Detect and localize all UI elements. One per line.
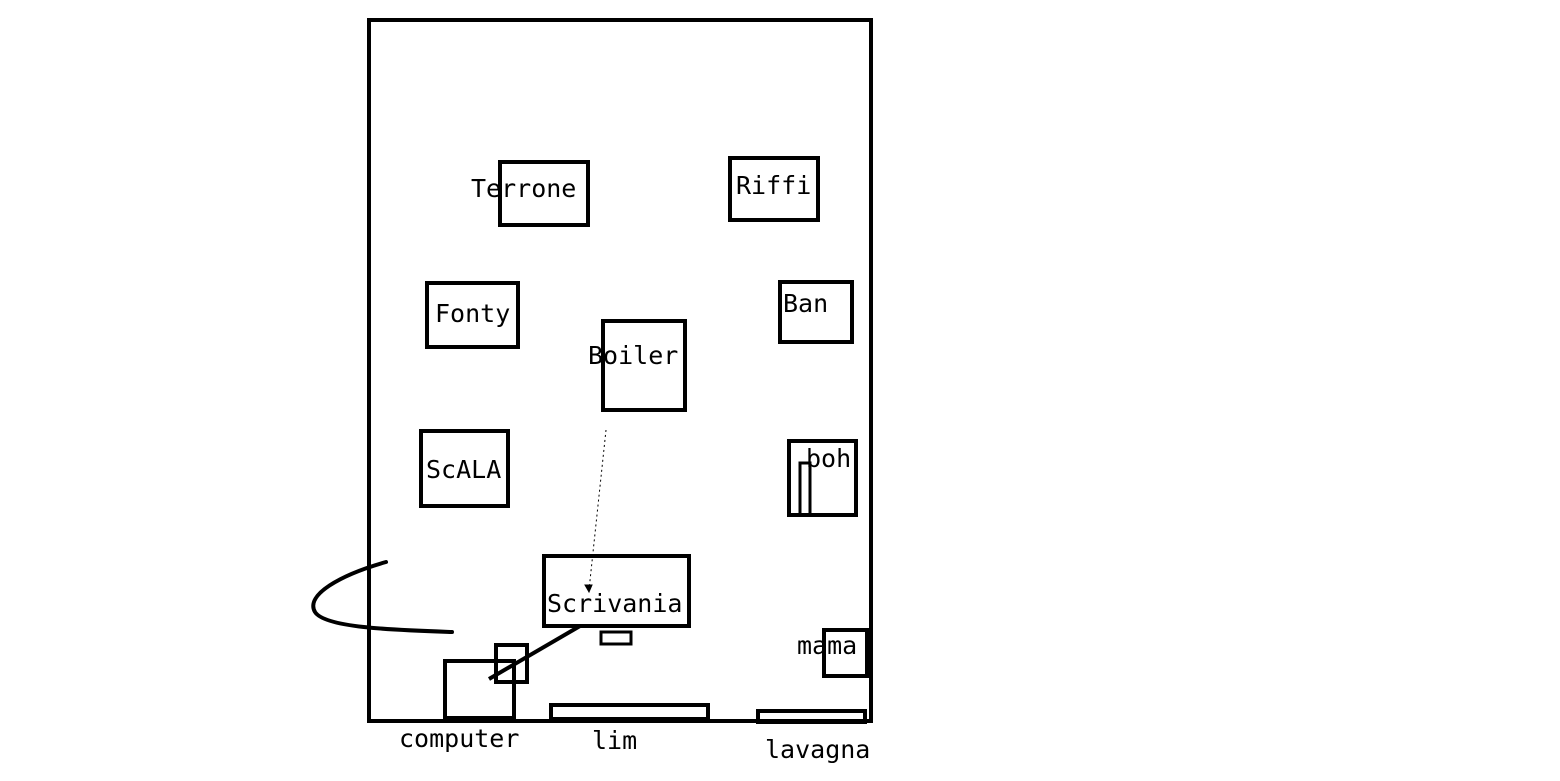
dotted-arrow-line	[588, 429, 607, 591]
boiler-box	[601, 319, 687, 412]
dotted-arrow-head	[584, 584, 593, 594]
label-riffi: Riffi	[736, 171, 811, 200]
label-mama: mama	[797, 631, 857, 660]
label-scala: ScALA	[426, 455, 501, 484]
lavagna-box	[756, 709, 867, 724]
scrivania-box	[542, 554, 691, 628]
scrivania-small-box	[599, 630, 633, 646]
freehand-curve	[311, 560, 454, 634]
label-ban: Ban	[783, 289, 828, 318]
label-scrivania: Scrivania	[547, 589, 682, 618]
lim-box	[549, 703, 710, 721]
label-boh: boh	[806, 444, 851, 473]
label-boiler: Boiler	[588, 341, 678, 370]
label-computer: computer	[399, 724, 519, 753]
scala-box	[419, 429, 510, 508]
boh-box	[787, 439, 858, 517]
boh-inner-box	[798, 461, 812, 517]
ban-box	[778, 280, 854, 344]
label-fonty: Fonty	[435, 299, 510, 328]
computer-to-desk-line	[487, 624, 582, 681]
fonty-box	[425, 281, 520, 349]
label-lim: lim	[592, 726, 637, 755]
riffi-box	[728, 156, 820, 222]
terrone-box	[498, 160, 590, 227]
label-lavagna: lavagna	[765, 735, 870, 764]
computer-box	[443, 659, 516, 720]
computer-small-box	[494, 643, 529, 684]
mama-box	[822, 628, 869, 678]
label-terrone: Terrone	[471, 174, 576, 203]
